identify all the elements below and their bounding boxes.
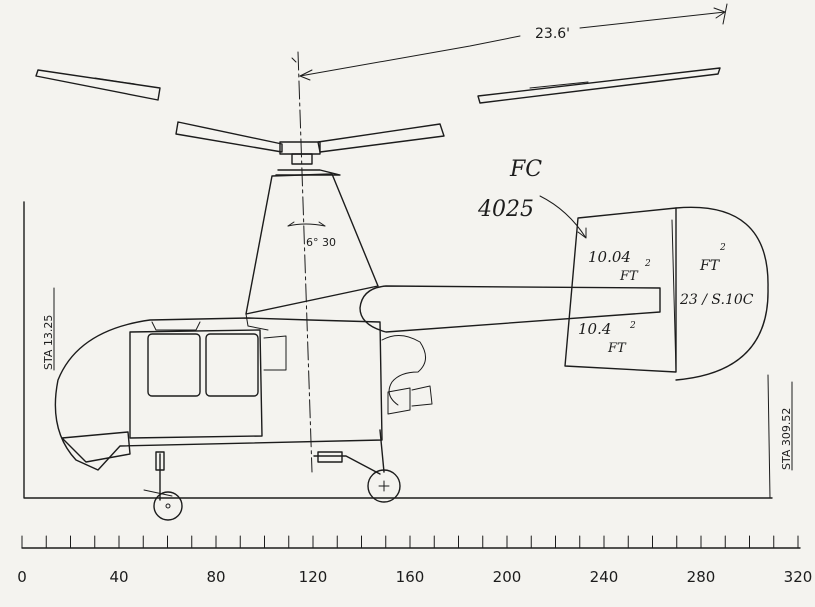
tail-area-upper-unit: FT (619, 269, 639, 284)
scale-tick-label: 200 (493, 568, 522, 586)
tail-side-note: 23 / S.10C (679, 292, 754, 308)
tail-area-upper: 10.04 (588, 248, 631, 266)
fuselage (54, 317, 383, 471)
scale-tick-label: 160 (396, 568, 425, 586)
rotor-centerline (297, 51, 313, 473)
rotor-blades-far (35, 67, 721, 104)
scale-tick-label: 80 (206, 568, 225, 586)
scale-tick-label: 240 (590, 568, 619, 586)
mast-pylon (245, 173, 379, 331)
scale-tick-label: 40 (109, 568, 128, 586)
rotor-hub (175, 121, 445, 176)
ground-frame (23, 201, 773, 499)
squared-mark-side: 2 (719, 243, 726, 253)
handwritten-annotations: FC 4025 10.04 FT 2 10.4 FT 2 FT 2 23 / S… (477, 157, 754, 356)
station-scale: 0 40 80 120 160 200 240 280 320 (17, 535, 813, 586)
engine-detail (381, 335, 433, 415)
rotor-dimension: 23.6' (299, 3, 728, 81)
station-rear-label: STA 309.52 (780, 408, 793, 470)
tail-area-lower: 10.4 (578, 320, 611, 338)
annotation-code: FC (509, 157, 542, 182)
mast-angle-label: 6° 30 (306, 236, 336, 249)
scale-tick-label: 0 (17, 568, 27, 586)
scale-tick-label: 280 (687, 568, 716, 586)
scale-tick-label: 320 (784, 568, 813, 586)
station-front-label: STA 13.25 (42, 315, 55, 370)
main-landing-gear (313, 429, 401, 503)
tail-fin (564, 206, 769, 381)
squared-mark-upper: 2 (644, 259, 651, 269)
centerline-mark (291, 57, 297, 63)
squared-mark-lower: 2 (629, 321, 636, 331)
mast-angle: 6° 30 (287, 221, 336, 249)
tail-boom (359, 285, 661, 333)
tail-area-lower-unit: FT (607, 341, 627, 356)
nose-landing-gear (143, 451, 183, 521)
annotation-number: 4025 (477, 197, 534, 222)
tail-side-area: FT (699, 258, 721, 274)
rotor-dimension-label: 23.6' (535, 26, 570, 42)
scale-tick-label: 120 (299, 568, 328, 586)
